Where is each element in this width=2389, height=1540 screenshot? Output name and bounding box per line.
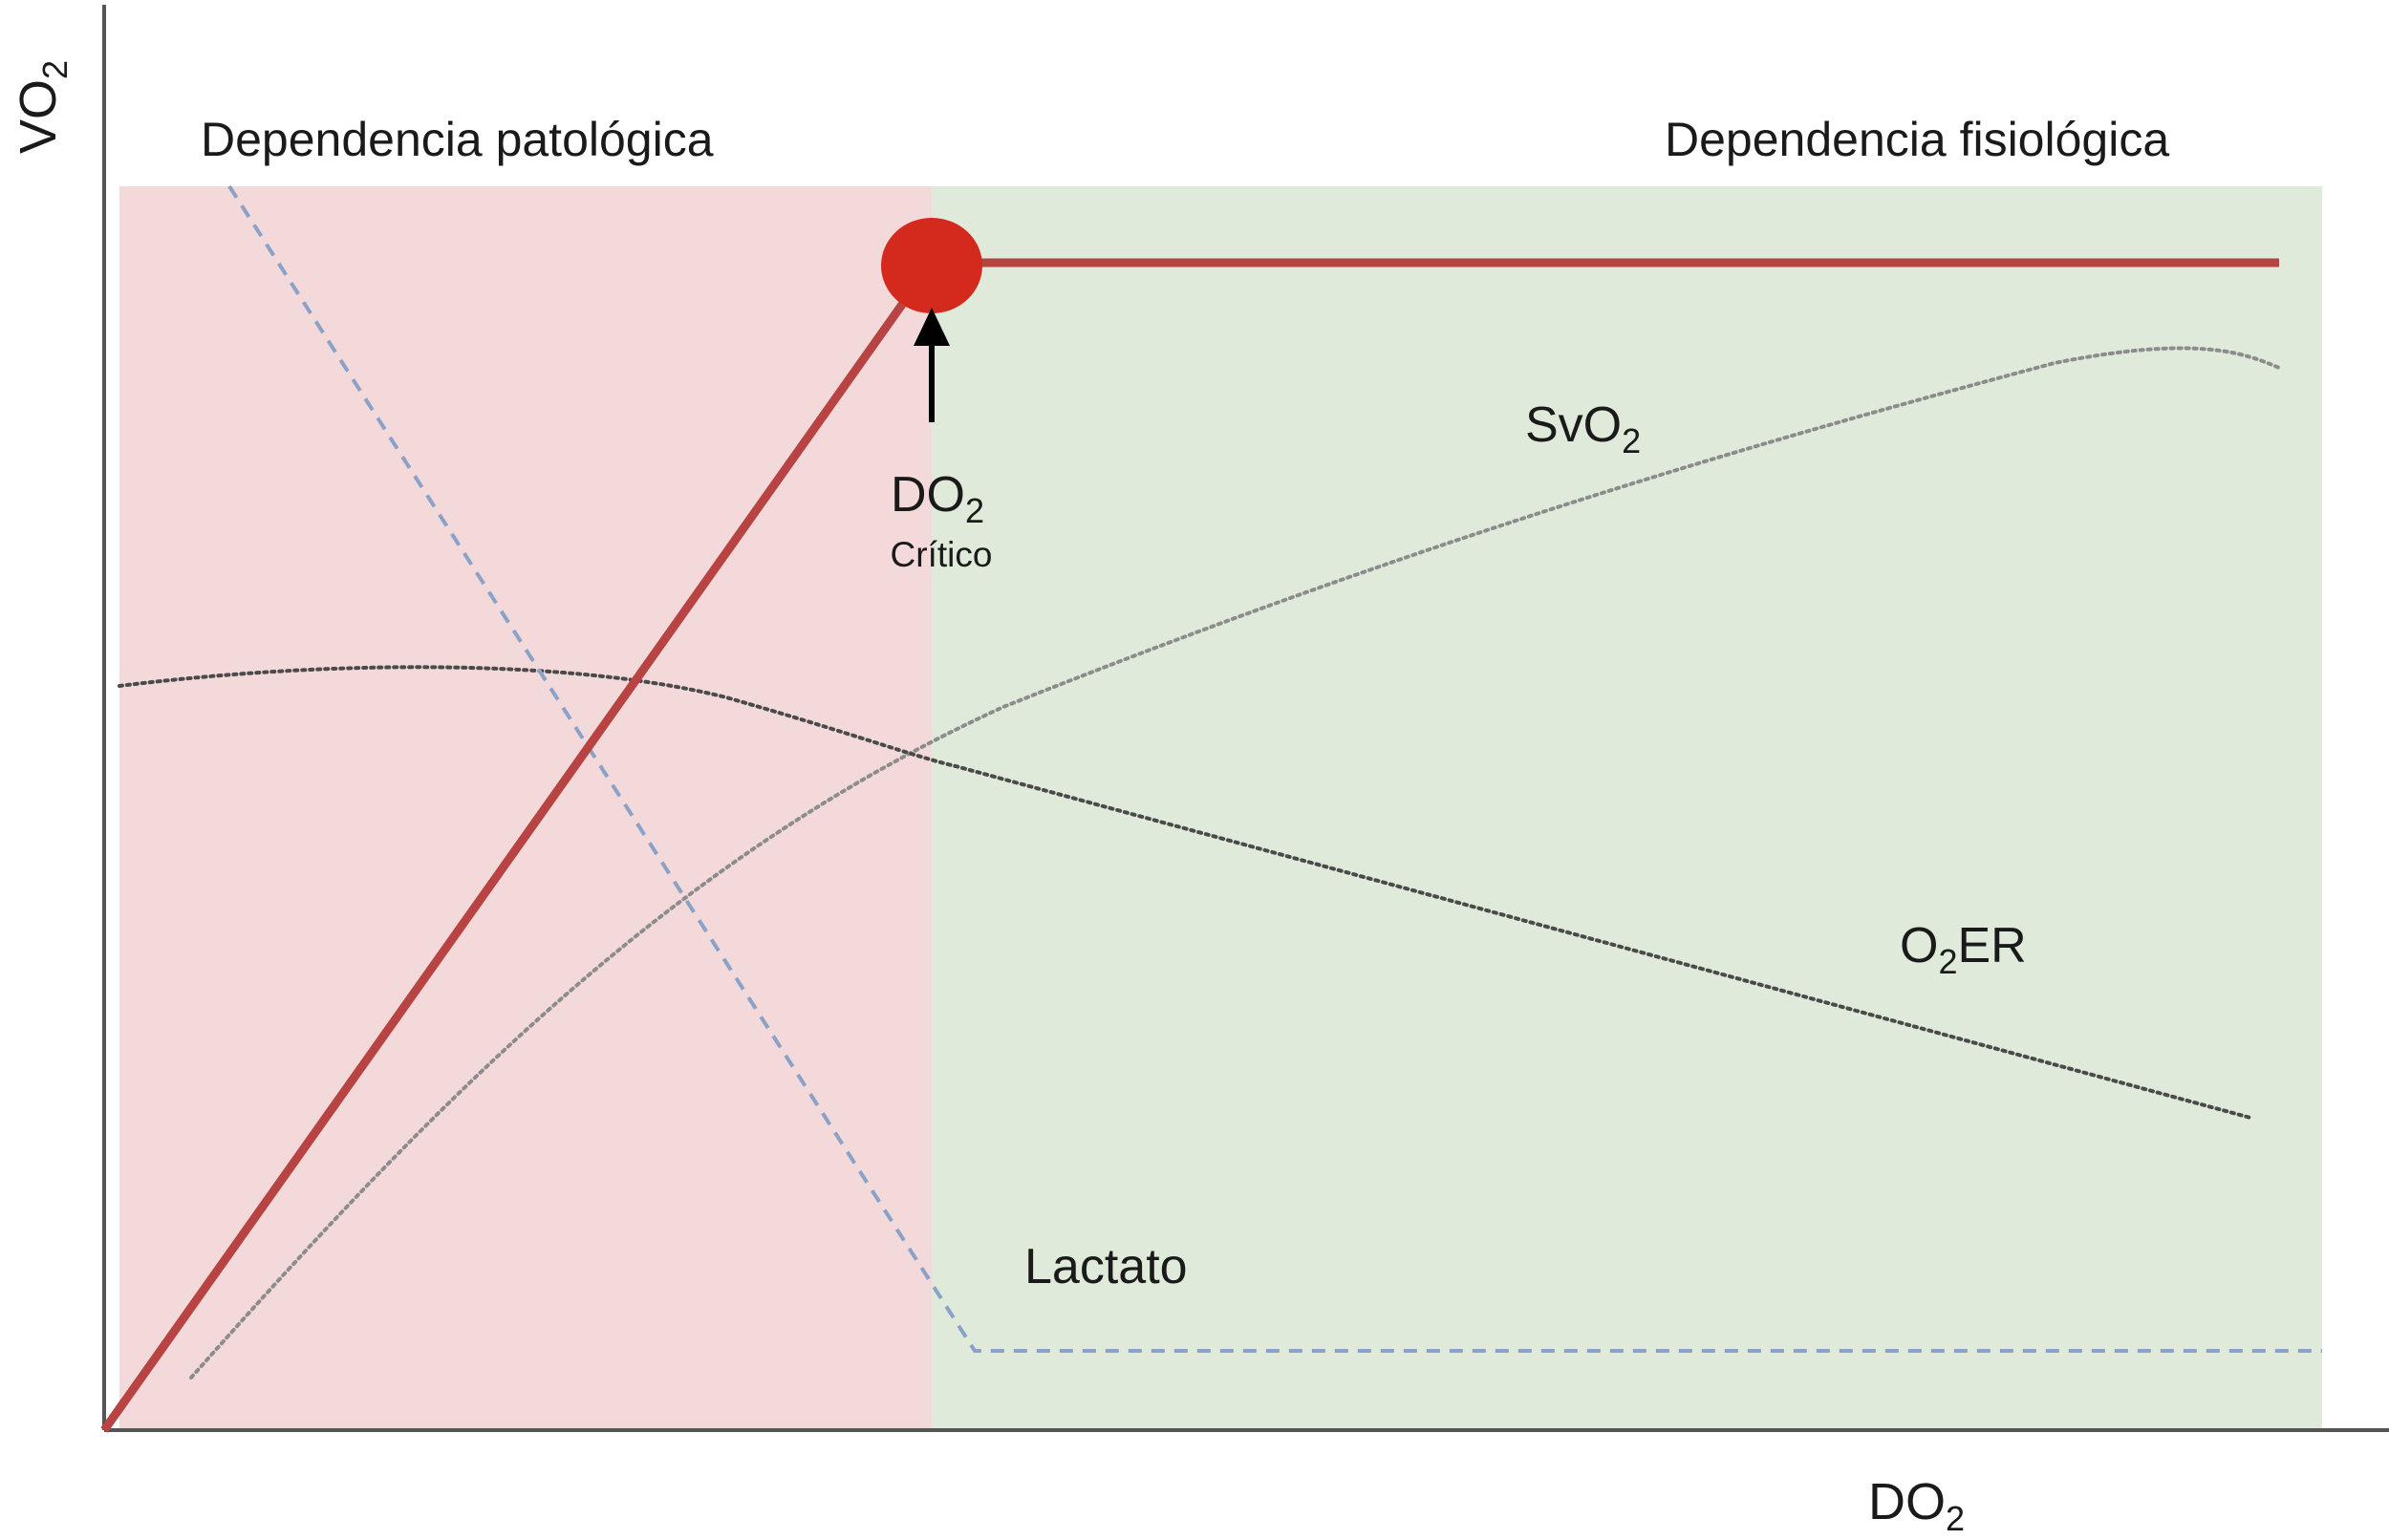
- o2er-curve: [118, 665, 2252, 1120]
- y-axis-label: VO2: [10, 60, 75, 154]
- x-axis-label: DO2: [1868, 1473, 1965, 1538]
- physiologic-region: [932, 186, 2322, 1428]
- pathologic-region-title: Dependencia patológica: [201, 113, 714, 166]
- svo2-curve: [189, 346, 2281, 1380]
- critical-arrow-head: [914, 308, 950, 346]
- physiologic-region-title: Dependencia fisiológica: [1665, 113, 2169, 166]
- svo2-label: SvO2: [1525, 397, 1641, 460]
- critical-point-dot: [881, 218, 982, 313]
- lactate-label: Lactato: [1024, 1239, 1188, 1294]
- lactate-curve: [227, 184, 2322, 1353]
- critical-do2-label: DO2: [891, 467, 984, 530]
- critical-caption: Crítico: [891, 535, 993, 574]
- o2er-label: O2ER: [1900, 918, 2027, 981]
